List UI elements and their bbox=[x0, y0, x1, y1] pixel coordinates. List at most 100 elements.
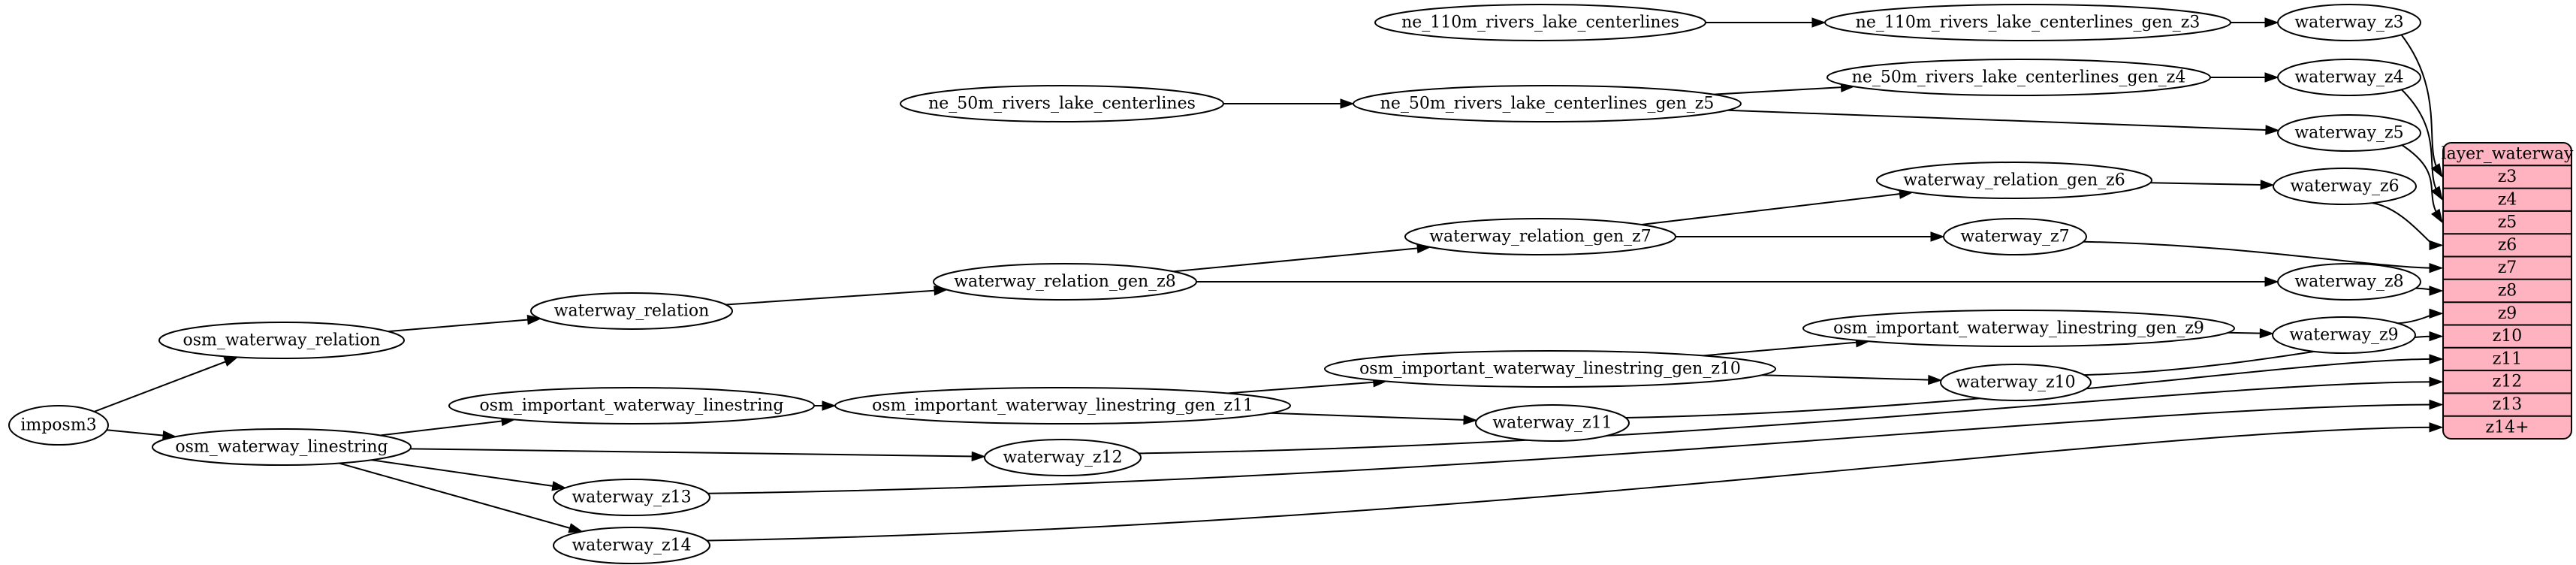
node-ne_50m_rivers_lake_centerlines_gen_z4-shape bbox=[1826, 59, 2211, 96]
arrowhead-waterway_z12-layer_waterway bbox=[2429, 376, 2444, 387]
arrowhead-waterway_z10-layer_waterway bbox=[2429, 331, 2444, 342]
node-ne_110m_rivers_lake_centerlines_gen_z3: ne_110m_rivers_lake_centerlines_gen_z3 bbox=[1824, 4, 2231, 41]
arrowhead-waterway_z7-layer_waterway bbox=[2429, 262, 2444, 273]
node-osm_important_waterway_linestring_gen_z11-label: osm_important_waterway_linestring_gen_z1… bbox=[872, 397, 1253, 415]
node-waterway_z10: waterway_z10 bbox=[1940, 364, 2092, 401]
arrowhead-waterway_relation_gen_z8-waterway_z8 bbox=[2264, 276, 2279, 287]
arrowhead-osm_important_waterway_linestring_gen_z9-waterway_z9 bbox=[2259, 328, 2274, 339]
node-waterway_z8: waterway_z8 bbox=[2277, 263, 2421, 301]
edge-osm_important_waterway_linestring_gen_z10-osm_important_waterway_linestring_gen_z9 bbox=[1703, 341, 1862, 357]
node-waterway_z5: waterway_z5 bbox=[2277, 114, 2421, 152]
node-osm_important_waterway_linestring_gen_z10-shape bbox=[1324, 350, 1776, 388]
node-osm_waterway_relation: osm_waterway_relation bbox=[158, 322, 405, 359]
node-waterway_z9-label: waterway_z9 bbox=[2289, 326, 2398, 345]
edge-osm_important_waterway_linestring_gen_z11-osm_important_waterway_linestring_gen_z10 bbox=[1227, 381, 1379, 394]
edge-waterway_z13-layer_waterway:z13 bbox=[707, 403, 2436, 494]
arrowhead-osm_important_waterway_linestring_gen_z11-waterway_z11 bbox=[1463, 415, 1478, 425]
arrowhead-ne_50m_rivers_lake_centerlines_gen_z5-waterway_z5 bbox=[2265, 125, 2280, 135]
node-waterway_relation_gen_z7-shape bbox=[1404, 218, 1676, 255]
node-osm_waterway_relation-label: osm_waterway_relation bbox=[182, 331, 380, 350]
record-row-z6: z6 bbox=[2498, 236, 2517, 255]
arrowhead-waterway_z4-layer_waterway bbox=[2431, 186, 2443, 201]
node-waterway_z8-shape bbox=[2277, 263, 2421, 301]
edge-osm_waterway_linestring-waterway_z12 bbox=[410, 448, 978, 458]
edge-waterway_z11-layer_waterway:z11 bbox=[1625, 358, 2436, 418]
node-waterway_relation_gen_z8-label: waterway_relation_gen_z8 bbox=[954, 273, 1176, 292]
node-waterway_z8-label: waterway_z8 bbox=[2294, 273, 2403, 292]
arrowhead-waterway_z9-layer_waterway bbox=[2429, 308, 2444, 319]
node-waterway_z14-shape bbox=[553, 527, 710, 564]
node-waterway_z14: waterway_z14 bbox=[553, 527, 710, 564]
node-osm_important_waterway_linestring_gen_z9-shape bbox=[1802, 310, 2235, 347]
node-ne_50m_rivers_lake_centerlines-shape bbox=[900, 85, 1224, 122]
arrowhead-ne_110m_rivers_lake_centerlines-ne_110m_rivers_lake_centerlines_gen_z3 bbox=[1811, 17, 1826, 28]
arrowhead-waterway_z14-layer_waterway bbox=[2429, 422, 2444, 433]
node-waterway_z11-label: waterway_z11 bbox=[1492, 414, 1612, 433]
record-row-z7: z7 bbox=[2498, 258, 2517, 277]
node-waterway_z6-label: waterway_z6 bbox=[2290, 177, 2399, 196]
node-waterway_z3-shape bbox=[2277, 4, 2421, 41]
record-row-z5: z5 bbox=[2498, 213, 2517, 232]
edge-waterway_z12-layer_waterway:z12 bbox=[1139, 381, 2436, 455]
node-waterway_relation_gen_z7-label: waterway_relation_gen_z7 bbox=[1429, 228, 1651, 246]
nodes-layer: imposm3osm_waterway_relationosm_waterway… bbox=[8, 4, 2421, 564]
node-osm_important_waterway_linestring_gen_z11-shape bbox=[834, 387, 1291, 425]
node-waterway_z4-label: waterway_z4 bbox=[2294, 68, 2403, 87]
node-waterway_z6-shape bbox=[2273, 168, 2417, 205]
node-osm_important_waterway_linestring-label: osm_important_waterway_linestring bbox=[479, 397, 783, 415]
node-waterway_relation_gen_z6-label: waterway_relation_gen_z6 bbox=[1903, 171, 2125, 190]
node-waterway_z3: waterway_z3 bbox=[2277, 4, 2421, 41]
node-osm_waterway_linestring: osm_waterway_linestring bbox=[152, 428, 412, 466]
arrowhead-osm_waterway_linestring-waterway_z12 bbox=[971, 451, 986, 462]
arrowhead-waterway_z13-layer_waterway bbox=[2429, 399, 2444, 410]
node-imposm3-shape bbox=[8, 405, 109, 446]
node-ne_110m_rivers_lake_centerlines-shape bbox=[1374, 4, 1706, 41]
node-osm_waterway_relation-shape bbox=[158, 322, 405, 359]
node-waterway_z14-label: waterway_z14 bbox=[572, 536, 691, 555]
node-waterway_z11: waterway_z11 bbox=[1475, 404, 1630, 442]
node-ne_110m_rivers_lake_centerlines-label: ne_110m_rivers_lake_centerlines bbox=[1401, 14, 1679, 32]
node-waterway_z11-shape bbox=[1475, 404, 1630, 442]
node-waterway_z5-label: waterway_z5 bbox=[2294, 124, 2403, 143]
node-osm_waterway_linestring-label: osm_waterway_linestring bbox=[175, 438, 388, 457]
arrowhead-ne_50m_rivers_lake_centerlines-ne_50m_rivers_lake_centerlines_gen_z5 bbox=[1340, 98, 1355, 109]
node-waterway_z7-label: waterway_z7 bbox=[1960, 228, 2069, 246]
record-row-z14+: z14+ bbox=[2485, 418, 2529, 437]
arrowhead-imposm3-osm_waterway_relation bbox=[223, 356, 239, 367]
edge-ne_50m_rivers_lake_centerlines_gen_z5-waterway_z5 bbox=[1727, 109, 2272, 131]
edge-imposm3-osm_waterway_relation bbox=[94, 358, 231, 412]
node-ne_50m_rivers_lake_centerlines_gen_z5-shape bbox=[1353, 85, 1742, 122]
node-waterway_z12-shape bbox=[984, 439, 1142, 476]
node-waterway_z12-label: waterway_z12 bbox=[1003, 449, 1122, 467]
node-waterway_z13: waterway_z13 bbox=[553, 479, 710, 516]
edge-waterway_z5-layer_waterway:z5 bbox=[2400, 144, 2439, 217]
arrowhead-waterway_z8-layer_waterway bbox=[2429, 286, 2444, 296]
node-ne_50m_rivers_lake_centerlines_gen_z4: ne_50m_rivers_lake_centerlines_gen_z4 bbox=[1826, 59, 2211, 96]
node-waterway_z7-shape bbox=[1943, 218, 2087, 255]
node-osm_important_waterway_linestring: osm_important_waterway_linestring bbox=[448, 387, 815, 425]
arrowhead-osm_waterway_relation-waterway_relation bbox=[526, 314, 542, 325]
arrowhead-waterway_relation_gen_z7-waterway_z7 bbox=[1930, 231, 1945, 242]
edge-osm_important_waterway_linestring_gen_z11-waterway_z11 bbox=[1270, 412, 1470, 421]
node-waterway_z10-label: waterway_z10 bbox=[1956, 373, 2075, 392]
edges-layer bbox=[94, 17, 2444, 542]
arrowhead-osm_waterway_linestring-waterway_z14 bbox=[568, 523, 584, 533]
edge-osm_waterway_linestring-waterway_z14 bbox=[339, 462, 575, 530]
edge-osm_important_waterway_linestring_gen_z10-waterway_z10 bbox=[1761, 374, 1934, 381]
node-ne_50m_rivers_lake_centerlines_gen_z4-label: ne_50m_rivers_lake_centerlines_gen_z4 bbox=[1852, 68, 2186, 87]
node-osm_important_waterway_linestring_gen_z10-label: osm_important_waterway_linestring_gen_z1… bbox=[1359, 360, 1741, 379]
edge-waterway_z7-layer_waterway:z7 bbox=[2083, 240, 2436, 269]
arrowhead-waterway_z11-layer_waterway bbox=[2429, 354, 2444, 364]
node-osm_waterway_linestring-shape bbox=[152, 428, 412, 466]
arrowhead-ne_50m_rivers_lake_centerlines_gen_z4-waterway_z4 bbox=[2264, 72, 2279, 83]
edge-waterway_relation_gen_z6-waterway_z6 bbox=[2150, 182, 2267, 186]
node-waterway_relation-shape bbox=[530, 292, 733, 330]
edge-waterway_relation_gen_z7-waterway_relation_gen_z6 bbox=[1641, 192, 1905, 225]
arrowhead-ne_110m_rivers_lake_centerlines_gen_z3-waterway_z3 bbox=[2264, 17, 2279, 28]
edge-osm_waterway_linestring-waterway_z13 bbox=[371, 459, 558, 488]
node-waterway_z3-label: waterway_z3 bbox=[2294, 14, 2403, 32]
record-row-z9: z9 bbox=[2498, 304, 2517, 323]
node-waterway_z7: waterway_z7 bbox=[1943, 218, 2087, 255]
node-waterway_z5-shape bbox=[2277, 114, 2421, 152]
